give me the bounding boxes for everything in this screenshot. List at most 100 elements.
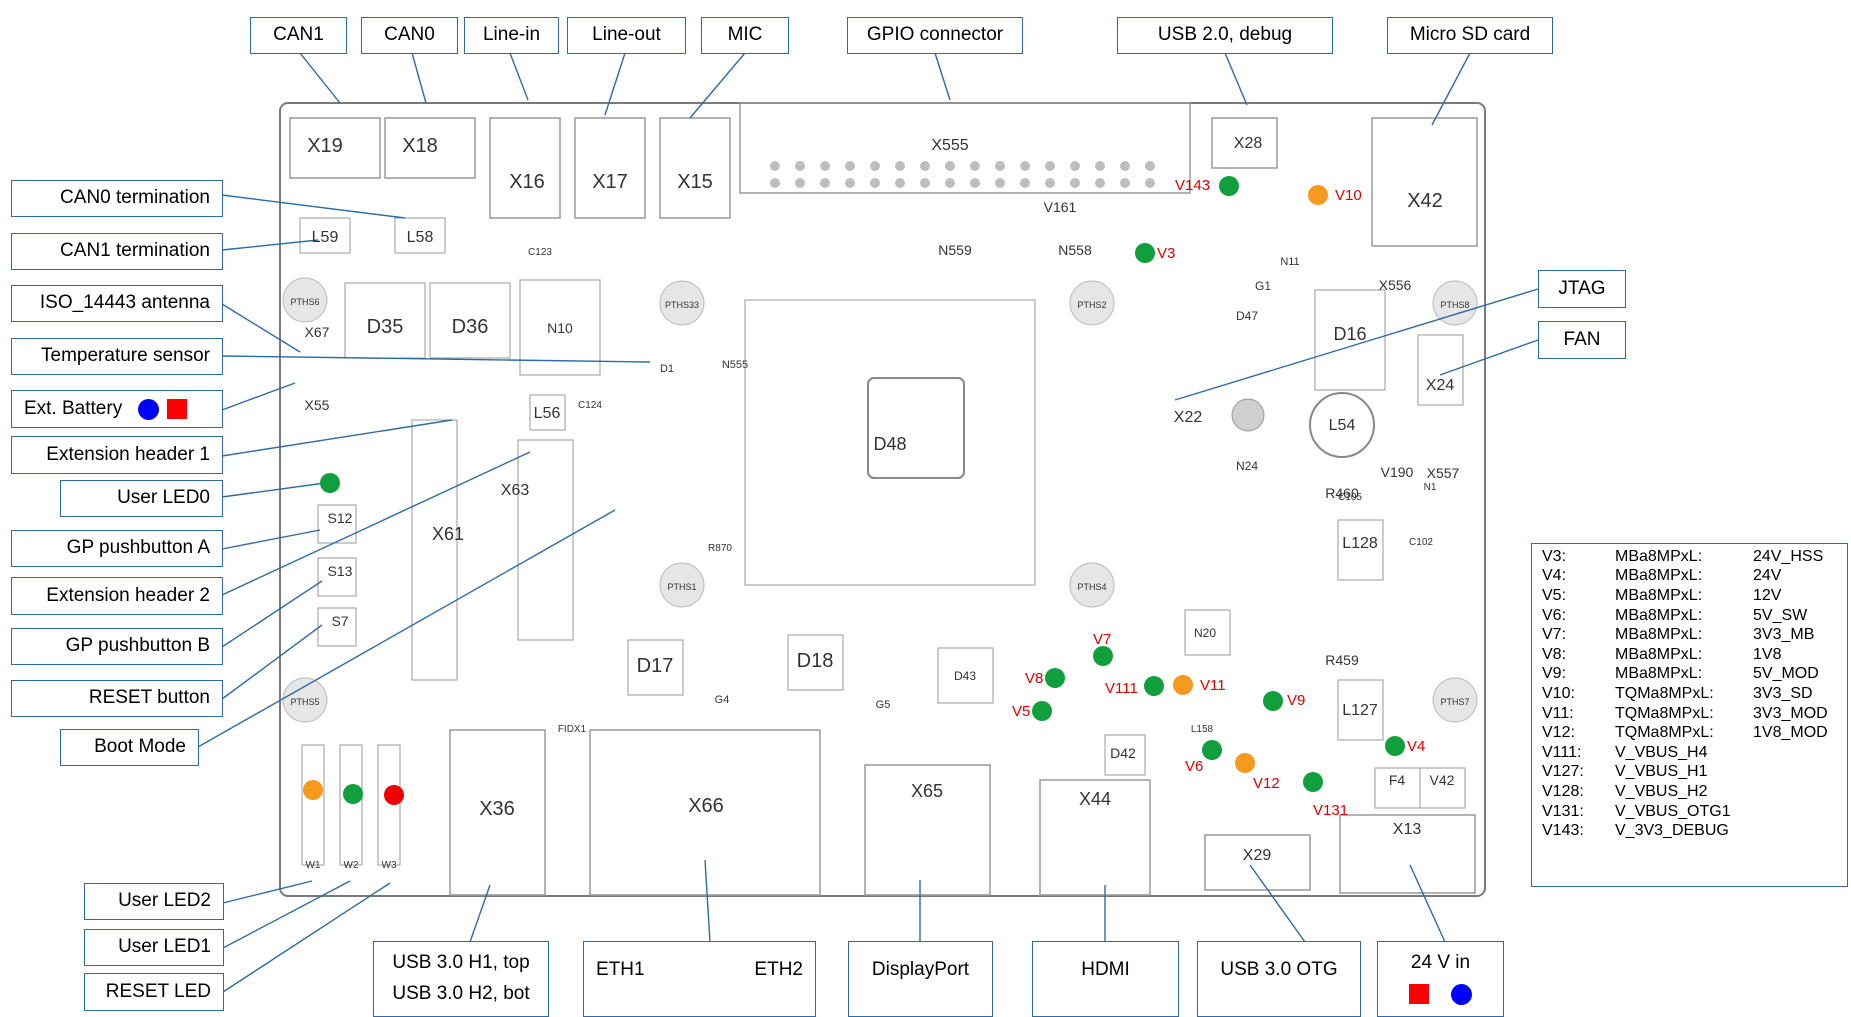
text-x15: X15 xyxy=(677,171,713,193)
legend-cell xyxy=(1753,763,1828,783)
text-d17: D17 xyxy=(637,655,674,677)
legend-cell: V128: xyxy=(1542,782,1584,800)
s12-button xyxy=(317,504,357,544)
x36-usb xyxy=(449,729,546,896)
legend-cell: MBa8MPxL: xyxy=(1615,645,1703,663)
s7-button xyxy=(317,607,357,647)
text-l58: L58 xyxy=(407,229,434,246)
v24-positive-icon xyxy=(1409,984,1429,1005)
usb-h1-text: USB 3.0 H1, top xyxy=(392,952,530,974)
l127-inductor xyxy=(1337,679,1384,741)
v24-text: 24 V in xyxy=(1410,952,1471,974)
text-w1: W1 xyxy=(306,860,321,871)
leader-gpa xyxy=(221,529,321,550)
text-l158: L158 xyxy=(1191,724,1214,735)
text-n555: N555 xyxy=(722,359,748,371)
label-can0-term: CAN0 termination xyxy=(11,180,223,217)
text-w3: W3 xyxy=(382,860,397,871)
x66-eth xyxy=(589,729,821,896)
text-d16: D16 xyxy=(1333,324,1366,344)
leader-reset-btn xyxy=(221,624,323,700)
x28-usb xyxy=(1211,117,1278,169)
label-reset-btn: RESET button xyxy=(11,680,223,717)
legend-cell xyxy=(1753,802,1828,822)
legend-cell: V5: xyxy=(1542,586,1567,604)
l56-part xyxy=(529,394,566,431)
legend-cell: MBa8MPxL: xyxy=(1615,606,1703,624)
text-l128: L128 xyxy=(1342,535,1378,552)
text-pths6: PTHS6 xyxy=(290,297,319,307)
battery-positive-icon xyxy=(167,399,188,419)
leader-boot xyxy=(197,509,616,748)
text-pths1: PTHS1 xyxy=(667,582,696,592)
legend-cell: V_VBUS_H4 xyxy=(1615,743,1708,761)
v10-dot xyxy=(1308,185,1328,205)
label-usb-h: USB 3.0 H1, top USB 3.0 H2, bot xyxy=(373,941,549,1017)
legend-row: V6:MBa8MPxL:5V_SW xyxy=(1542,606,1828,626)
status-leds xyxy=(303,176,1405,805)
text-n558: N558 xyxy=(1058,242,1092,258)
pths1-hole xyxy=(659,562,705,608)
legend-cell: MBa8MPxL: xyxy=(1615,626,1703,644)
legend-cell: V_3V3_DEBUG xyxy=(1615,822,1729,840)
legend-cell: V7: xyxy=(1542,626,1567,644)
leader-gpio xyxy=(934,52,951,101)
legend-cell xyxy=(1753,743,1828,763)
x16-jack xyxy=(489,117,561,219)
text-d36: D36 xyxy=(452,316,489,338)
label-iso: ISO_14443 antenna xyxy=(11,285,223,322)
text-x67: X67 xyxy=(305,324,330,340)
d16-part xyxy=(1314,289,1386,391)
text-x42: X42 xyxy=(1407,190,1443,212)
leader-ext2 xyxy=(221,451,531,596)
legend-cell: 1V8 xyxy=(1753,645,1782,663)
legend-row: V7:MBa8MPxL:3V3_MB xyxy=(1542,625,1828,645)
legend-cell: TQMa8MPxL: xyxy=(1615,724,1714,742)
v24-negative-icon xyxy=(1451,983,1472,1005)
text-d43: D43 xyxy=(954,669,976,683)
label-boot: Boot Mode xyxy=(60,729,199,766)
l54-inductor xyxy=(1309,392,1375,458)
text-x65: X65 xyxy=(911,781,943,801)
text-s12: S12 xyxy=(328,510,353,526)
label-gpio: GPIO connector xyxy=(847,17,1023,54)
v111-dot xyxy=(1144,676,1164,696)
text-c105: C105 xyxy=(1338,492,1362,503)
label-can1: CAN1 xyxy=(250,17,347,54)
x17-jack xyxy=(574,117,646,219)
led-label-v143: V143 xyxy=(1175,177,1210,194)
text-x557: X557 xyxy=(1427,465,1460,481)
text-x44: X44 xyxy=(1079,789,1111,809)
leader-led1 xyxy=(222,880,351,949)
leader-eth xyxy=(704,859,711,943)
label-ext1: Extension header 1 xyxy=(11,436,223,474)
d36-part xyxy=(429,282,511,359)
text-d47: D47 xyxy=(1236,309,1258,323)
usb-h2-text: USB 3.0 H2, bot xyxy=(392,983,530,1005)
text-c124: C124 xyxy=(578,400,602,411)
leader-jtag xyxy=(1174,288,1539,401)
text-g1: G1 xyxy=(1255,279,1271,293)
label-ext2: Extension header 2 xyxy=(11,577,223,615)
x18-connector xyxy=(384,117,476,179)
legend-cell: 12V xyxy=(1753,586,1782,604)
leader-otg xyxy=(1249,864,1306,943)
v9-dot xyxy=(1263,691,1283,711)
w3-jumper xyxy=(377,744,401,866)
l128-inductor xyxy=(1337,519,1384,581)
label-jtag: JTAG xyxy=(1538,270,1626,308)
legend-cell: V10: xyxy=(1542,684,1575,702)
label-gpa: GP pushbutton A xyxy=(11,530,223,567)
label-led0: User LED0 xyxy=(60,480,223,517)
led2-dot xyxy=(303,780,323,800)
legend-row: V128:V_VBUS_H2 xyxy=(1542,782,1828,802)
leader-line-in xyxy=(509,52,529,101)
leader-ext1 xyxy=(221,419,453,457)
d42-chip xyxy=(1104,734,1146,776)
text-r870: R870 xyxy=(708,543,732,554)
board-outline xyxy=(279,102,1486,897)
legend-cell: V143: xyxy=(1542,822,1584,840)
leader-24v xyxy=(1409,864,1446,943)
label-hdmi: HDMI xyxy=(1032,941,1179,1017)
